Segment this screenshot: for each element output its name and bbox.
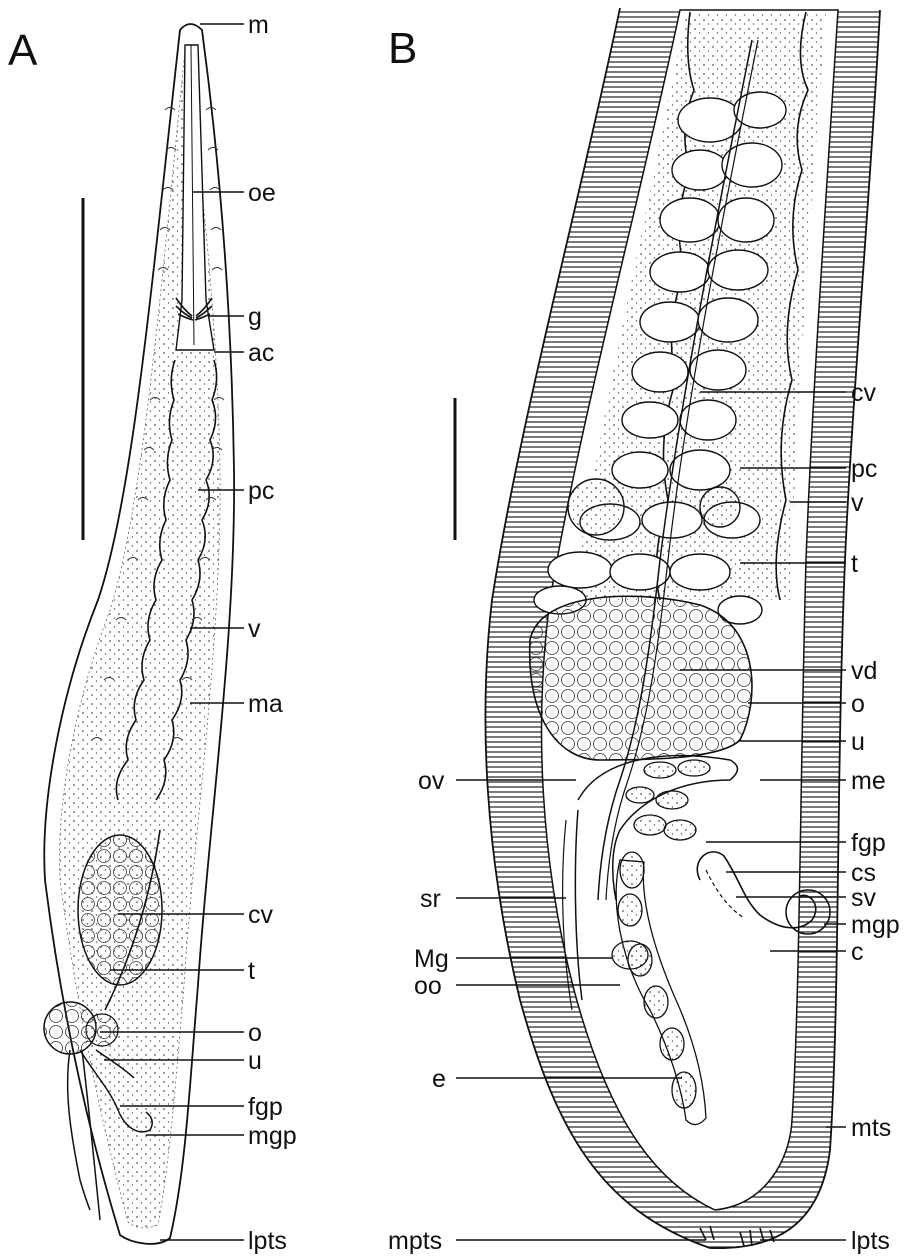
label-a-u: u bbox=[248, 1047, 262, 1075]
label-b-oo: oo bbox=[414, 972, 442, 1000]
label-a-o: o bbox=[248, 1019, 262, 1047]
label-b-t: t bbox=[851, 550, 858, 578]
label-b-cs: cs bbox=[851, 859, 876, 887]
label-a-fgp: fgp bbox=[248, 1093, 283, 1121]
label-a-ma: ma bbox=[248, 690, 283, 718]
label-b-me: me bbox=[851, 767, 886, 795]
label-b-Mg: Mg bbox=[414, 945, 449, 973]
label-b-sr: sr bbox=[420, 885, 441, 913]
label-b-v: v bbox=[851, 489, 864, 517]
label-b-c: c bbox=[851, 938, 864, 966]
label-a-m: m bbox=[248, 11, 269, 39]
panel-b-stippled-body-left bbox=[568, 479, 624, 535]
label-b-mgp: mgp bbox=[851, 911, 900, 939]
label-b-cv: cv bbox=[851, 379, 877, 407]
label-b-e: e bbox=[432, 1065, 446, 1093]
label-b-fgp: fgp bbox=[851, 829, 886, 857]
label-a-mgp: mgp bbox=[248, 1122, 297, 1150]
panel-a-testes bbox=[78, 835, 162, 985]
label-b-sv: sv bbox=[851, 884, 877, 912]
panel-b-stippled-body-right bbox=[700, 487, 740, 527]
panel-a-labels: m oe g ac pc v ma cv t o u fgp mgp lpts bbox=[248, 11, 297, 1255]
panel-a-letter: A bbox=[8, 26, 38, 75]
label-b-lpts: lpts bbox=[851, 1227, 890, 1255]
panel-b-letter: B bbox=[388, 24, 417, 73]
label-a-cv: cv bbox=[248, 901, 274, 929]
label-a-t: t bbox=[248, 957, 255, 985]
label-b-mts: mts bbox=[851, 1114, 891, 1142]
label-b-o: o bbox=[851, 690, 865, 718]
label-b-ov: ov bbox=[418, 767, 445, 795]
panel-a: A bbox=[8, 11, 297, 1255]
label-a-v: v bbox=[248, 615, 261, 643]
panel-b-ootype bbox=[612, 941, 648, 969]
label-a-lpts: lpts bbox=[248, 1227, 287, 1255]
label-a-pc: pc bbox=[248, 477, 274, 505]
label-b-u: u bbox=[851, 728, 865, 756]
panel-a-ovary-2 bbox=[86, 1014, 118, 1046]
panel-b: B bbox=[388, 8, 900, 1255]
label-b-mpts: mpts bbox=[388, 1227, 442, 1255]
label-b-pc: pc bbox=[851, 455, 877, 483]
label-a-ac: ac bbox=[248, 339, 274, 367]
label-b-vd: vd bbox=[851, 657, 877, 685]
label-a-oe: oe bbox=[248, 179, 276, 207]
label-a-g: g bbox=[248, 303, 262, 331]
